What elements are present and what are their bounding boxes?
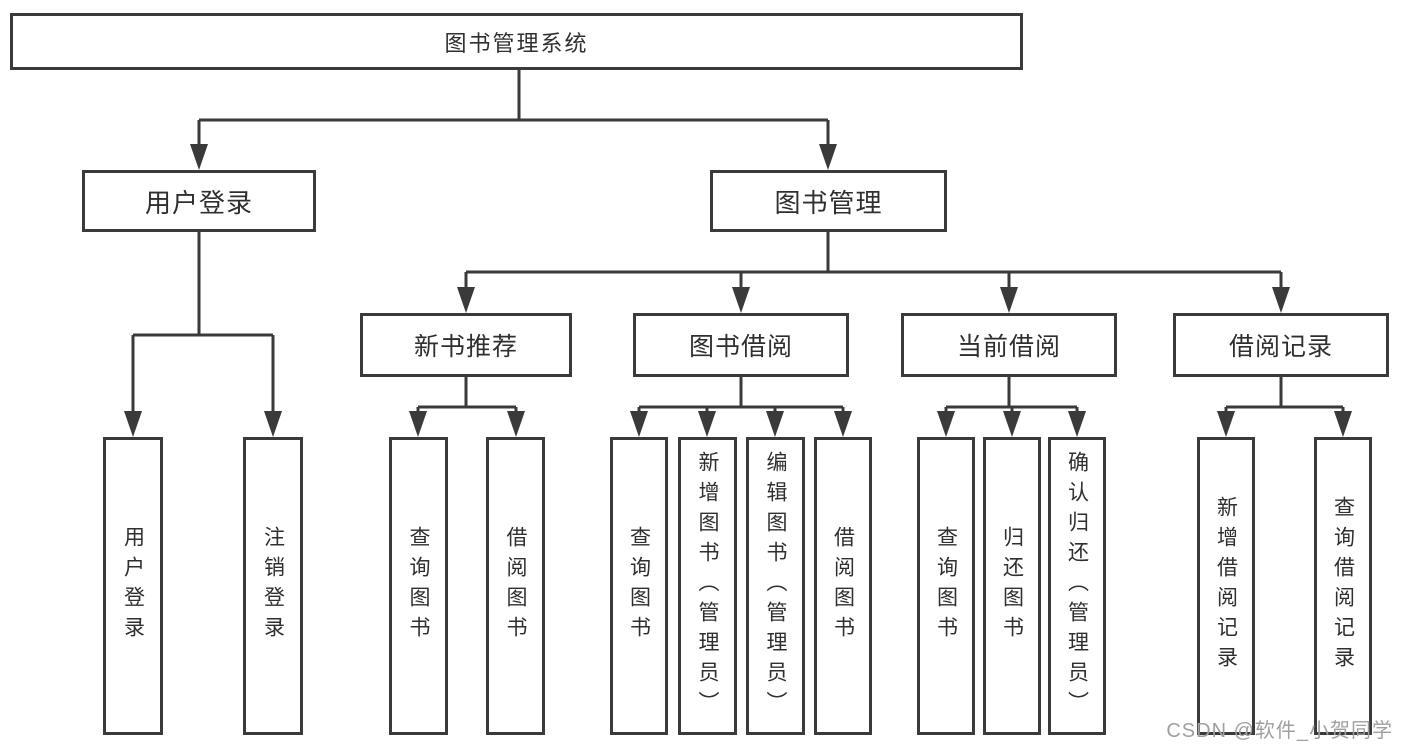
arrow-icon [937,411,955,437]
arrow-icon [190,144,208,170]
leaf-borrow-books-recommend: 借阅图书 [486,437,545,735]
leaf-label: 查询图书 [934,526,958,646]
leaf-label: 确认归还（管理员） [1065,451,1089,721]
arrow-icon [732,287,750,313]
node-borrow-records-label: 借阅记录 [1228,333,1333,361]
leaf-query-borrow-record: 查询借阅记录 [1314,437,1372,735]
leaf-logout: 注销登录 [243,437,303,735]
leaf-add-borrow-record: 新增借阅记录 [1197,437,1255,735]
root-to-level2-lines [197,70,830,150]
leaf-edit-book-admin: 编辑图书（管理员） [746,437,805,735]
arrow-icon [1000,287,1018,313]
leaf-label: 编辑图书（管理员） [764,451,787,721]
records-group-lines [1224,405,1345,416]
node-book-management-label: 图书管理 [774,187,883,218]
node-current-borrow-label: 当前借阅 [956,333,1061,361]
node-new-book-recommend: 新书推荐 [360,313,572,377]
leaf-return-book: 归还图书 [983,437,1041,735]
node-book-borrow-label: 图书借阅 [688,333,793,361]
node-current-borrow: 当前借阅 [901,313,1117,377]
leaf-label: 用户登录 [121,526,145,646]
arrow-icon [264,411,282,437]
borrow-group-lines [637,405,845,416]
node-library-system-label: 图书管理系统 [444,30,589,56]
leaf-label: 新增图书（管理员） [696,451,719,721]
arrow-icon [1003,411,1021,437]
leaf-user-login: 用户登录 [103,437,163,735]
leaf-label: 借阅图书 [504,526,527,646]
arrow-icon [507,411,525,437]
arrow-icon [819,144,837,170]
leaf-label: 归还图书 [1000,526,1024,646]
bookmgmt-to-level3-lines [464,232,1283,292]
leaf-confirm-return-admin: 确认归还（管理员） [1048,437,1106,735]
leaf-borrow-books: 借阅图书 [814,437,872,735]
arrow-icon [766,411,784,437]
leaf-label: 注销登录 [261,526,285,646]
level3-stems [464,377,1283,407]
arrow-icon [457,287,475,313]
node-user-login: 用户登录 [82,170,316,232]
node-book-management: 图书管理 [710,170,947,232]
newbook-group-lines [416,405,518,416]
leaf-label: 查询图书 [407,526,430,646]
node-book-borrow: 图书借阅 [633,313,849,377]
leaf-label: 查询借阅记录 [1331,496,1355,676]
node-user-login-label: 用户登录 [144,187,253,218]
arrow-icon [698,411,716,437]
userlogin-to-leaves-lines [131,232,275,416]
leaf-query-books-recommend: 查询图书 [389,437,448,735]
watermark: CSDN @软件_小贺同学 [1166,720,1393,742]
leaf-add-book-admin: 新增图书（管理员） [678,437,737,735]
leaf-label: 查询图书 [627,526,651,646]
leaf-label: 借阅图书 [831,526,855,646]
arrow-icon [1068,411,1086,437]
arrow-icon [630,411,648,437]
leaf-query-books-current: 查询图书 [917,437,975,735]
arrow-icon [1272,287,1290,313]
leaf-label: 新增借阅记录 [1214,496,1238,676]
arrow-icon [1334,411,1352,437]
node-new-book-recommend-label: 新书推荐 [413,333,518,361]
leaf-query-books-borrow: 查询图书 [610,437,668,735]
arrow-icon [1217,411,1235,437]
arrow-icon [409,411,427,437]
arrow-icon [124,411,142,437]
node-library-system: 图书管理系统 [10,13,1023,70]
arrow-icon [834,411,852,437]
arrowheads [124,144,1352,437]
node-borrow-records: 借阅记录 [1173,313,1389,377]
